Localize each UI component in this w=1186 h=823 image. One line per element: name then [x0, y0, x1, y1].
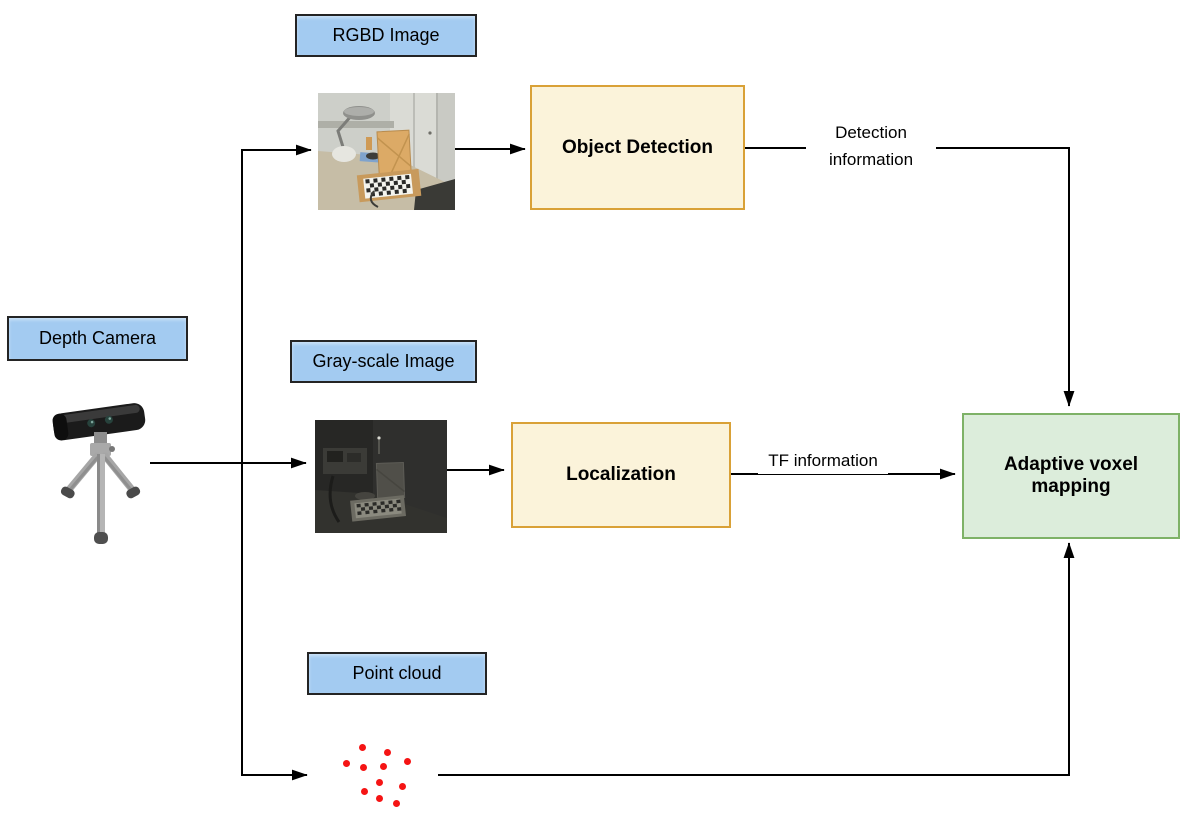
- edge-camera-to-rgbd: [241, 144, 312, 463]
- edge-pointcloud-to-mapping: [438, 542, 1075, 776]
- node-adaptive-voxel-mapping: Adaptive voxel mapping: [962, 413, 1180, 539]
- label-depth-camera: Depth Camera: [7, 316, 188, 361]
- label-rgbd-image: RGBD Image: [295, 14, 477, 57]
- edge-objectdetection-to-mapping: [745, 147, 1075, 407]
- grayscale-photo: [315, 420, 447, 533]
- label-grayscale-image: Gray-scale Image: [290, 340, 477, 383]
- node-localization: Localization: [511, 422, 731, 528]
- edge-camera-to-pointcloud: [241, 463, 308, 781]
- edge-label-detection-information: Detection information: [806, 119, 936, 173]
- depth-camera-photo: [45, 388, 155, 550]
- node-object-detection: Object Detection: [530, 85, 745, 210]
- adaptive-voxel-mapping-text: Adaptive voxel mapping: [1003, 454, 1139, 497]
- edge-label-tf-information: TF information: [758, 447, 888, 474]
- rgbd-photo: [318, 93, 455, 210]
- label-point-cloud: Point cloud: [307, 652, 487, 695]
